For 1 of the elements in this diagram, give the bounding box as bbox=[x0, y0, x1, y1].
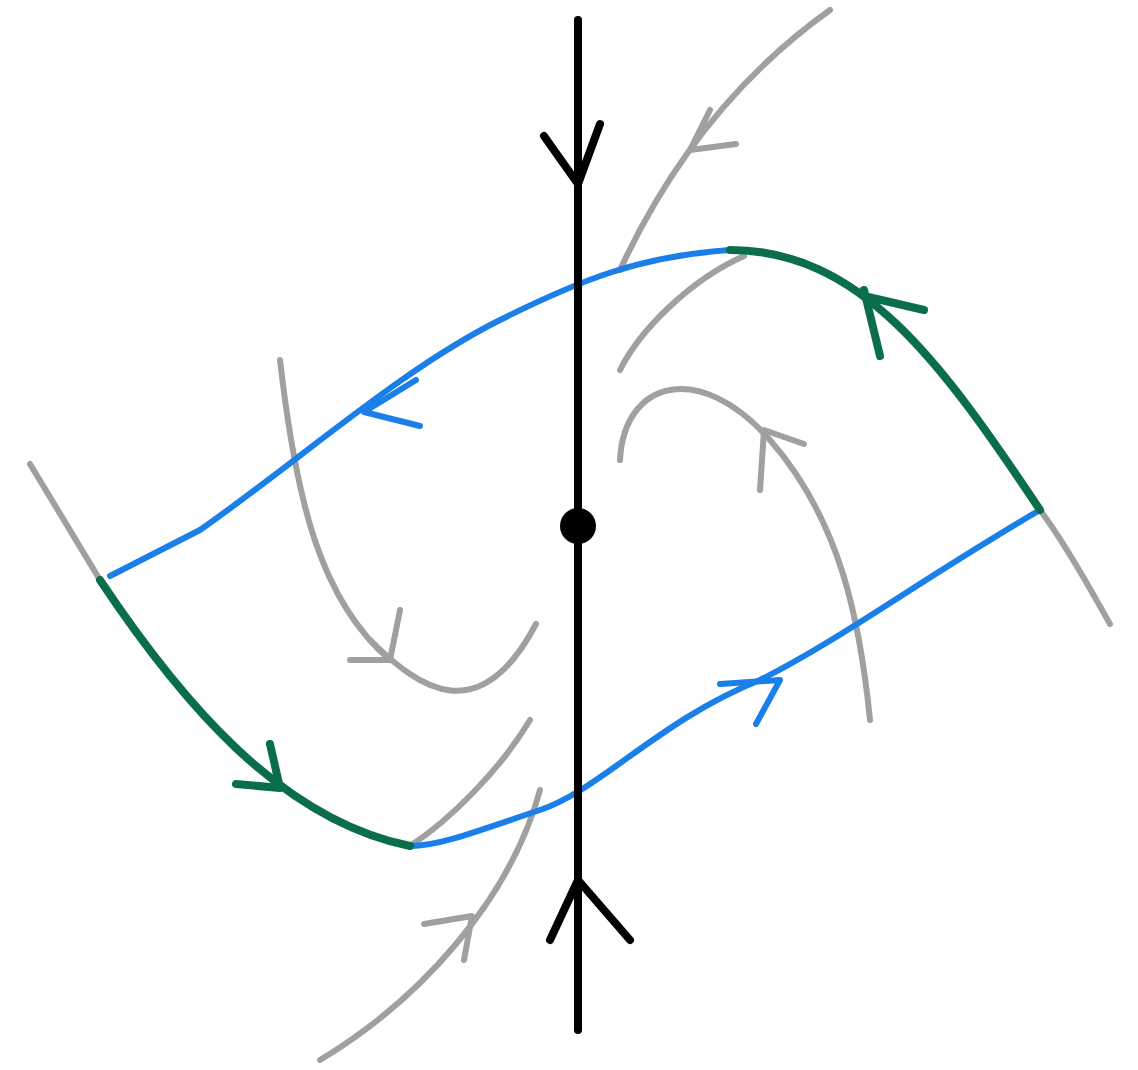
equilibrium-point bbox=[560, 508, 596, 544]
